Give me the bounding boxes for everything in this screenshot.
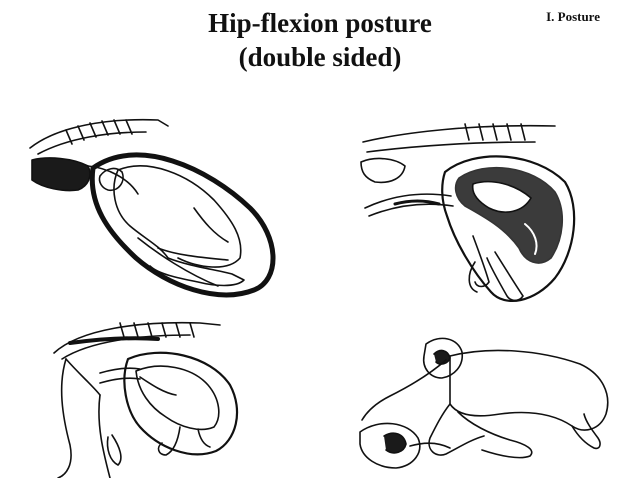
calf-skeleton-pelvis-icon [359,337,609,469]
title-line-1: Hip-flexion posture [208,8,432,38]
illustration-bottom-right [350,330,620,478]
calf-in-uterus-icon [360,123,576,302]
illustration-top-right [355,112,595,312]
illustration-top-left [18,108,288,308]
calf-in-uterus-icon [29,118,276,298]
illustration-bottom-left [40,315,270,478]
section-label: I. Posture [546,9,600,24]
page-title: Hip-flexion posture (double sided) [150,6,490,74]
calf-in-uterus-icon [53,321,239,478]
title-line-2: (double sided) [238,42,402,72]
